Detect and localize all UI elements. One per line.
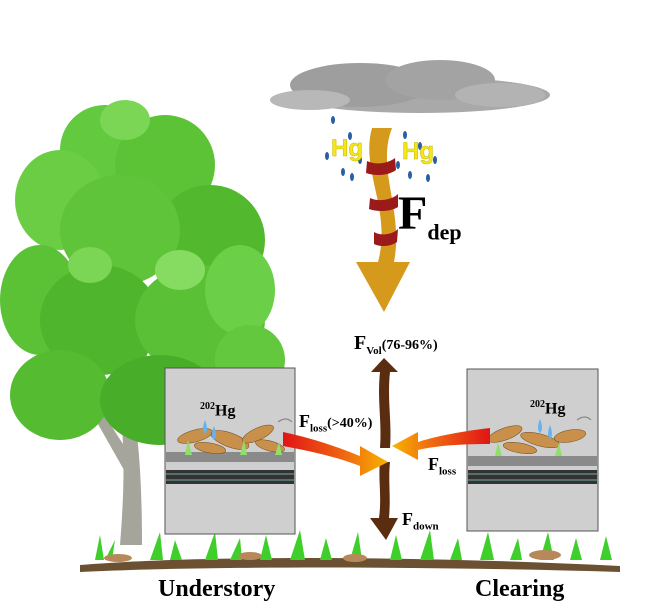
- f-dep-sub: dep: [427, 219, 462, 245]
- understory-soil-box: [164, 367, 296, 535]
- rain-drops: [325, 116, 437, 182]
- f-loss-right-label: Floss: [428, 455, 456, 478]
- hg-label-left: Hg: [331, 135, 364, 162]
- f-loss-right-main: F: [428, 454, 439, 474]
- f-loss-left-label: Floss(>40%): [299, 412, 372, 435]
- hg202-left-sup: 202: [200, 401, 215, 412]
- f-vol-label: FVol(76-96%): [354, 333, 438, 357]
- hg202-right-label: 202Hg: [530, 400, 565, 417]
- clearing-soil-box: [466, 368, 599, 532]
- downward-flux-arrow: [370, 462, 398, 540]
- f-loss-left-sub: loss: [310, 422, 328, 435]
- hg202-left-label: 202Hg: [200, 402, 235, 419]
- hg-label-right: Hg: [402, 138, 435, 165]
- tree-foliage: [0, 100, 285, 445]
- loss-arrow-right: [392, 428, 490, 460]
- ground: [80, 530, 620, 572]
- hg202-left-text: Hg: [215, 402, 236, 420]
- f-dep-main: F: [398, 187, 428, 240]
- rain-cloud: [270, 60, 550, 113]
- f-loss-left-pct: (>40%): [327, 416, 373, 431]
- caption-clearing: Clearing: [475, 576, 565, 602]
- f-down-label: Fdown: [402, 510, 439, 533]
- f-vol-pct: (76-96%): [381, 338, 438, 353]
- deposition-arrow: [356, 128, 410, 312]
- f-down-sub: down: [413, 520, 439, 533]
- caption-understory: Understory: [158, 576, 276, 602]
- volatilization-arrow: [371, 358, 398, 448]
- loss-arrow-left: [283, 432, 388, 476]
- f-vol-main: F: [354, 332, 367, 354]
- f-loss-left-main: F: [299, 411, 310, 431]
- f-loss-right-sub: loss: [439, 465, 457, 478]
- f-down-main: F: [402, 509, 413, 529]
- f-vol-sub: Vol: [366, 345, 382, 357]
- hg202-right-text: Hg: [545, 400, 566, 418]
- hg202-right-sup: 202: [530, 399, 545, 410]
- f-dep-label: Fdep: [398, 190, 462, 244]
